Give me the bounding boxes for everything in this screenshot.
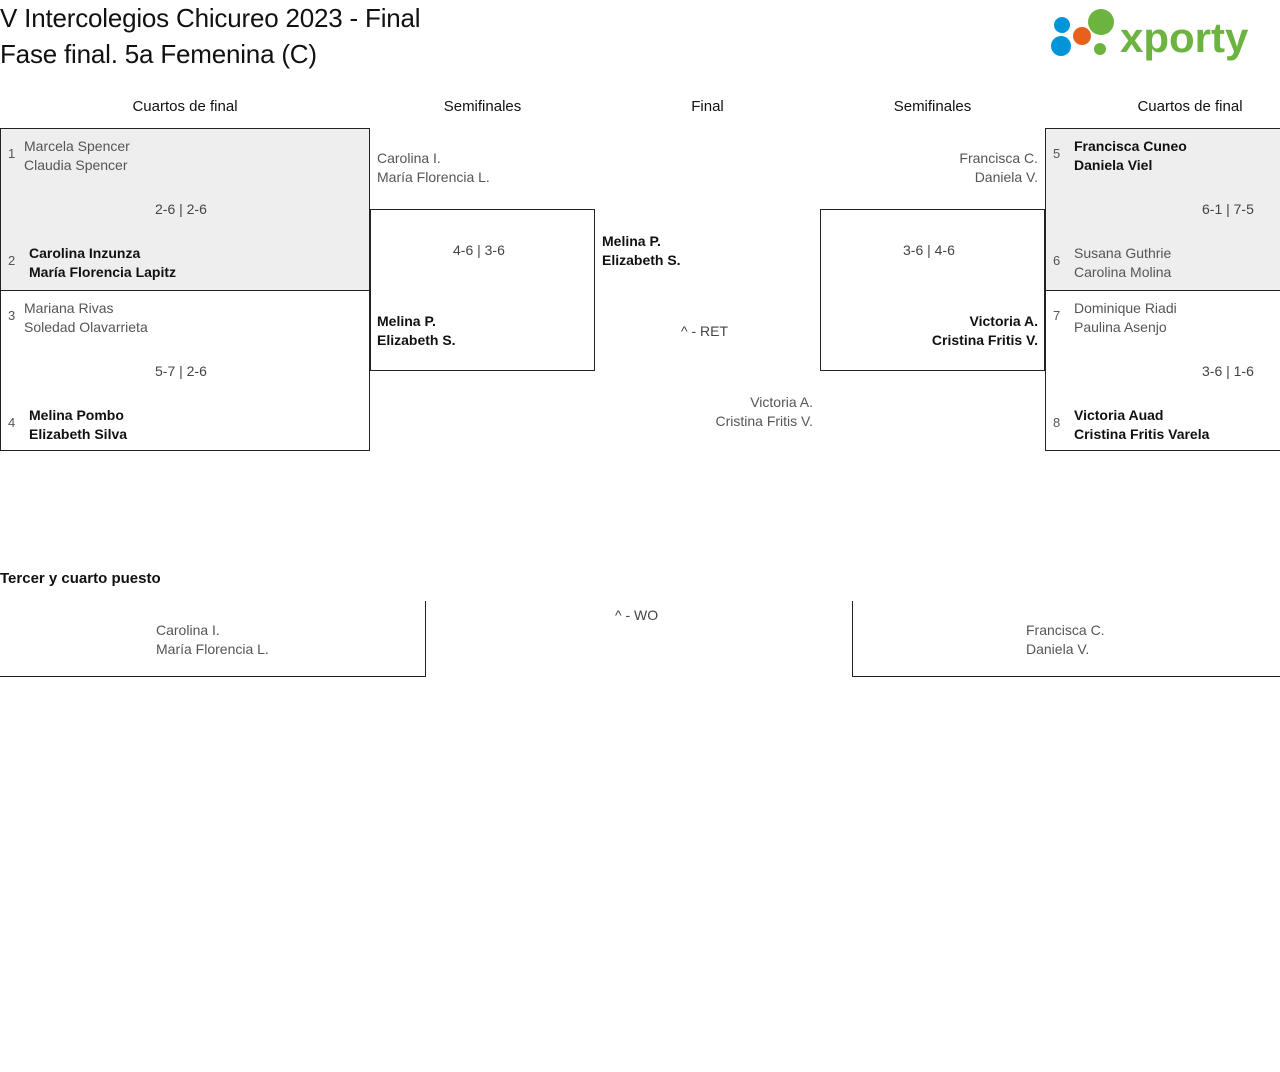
seed-7: 7	[1053, 308, 1061, 323]
qf-left-match-2-score: 5-7 | 2-6	[155, 363, 207, 379]
round-header-qf-left: Cuartos de final	[132, 98, 238, 115]
third-place-team-right[interactable]: Francisca C. Daniela V.	[1026, 622, 1105, 657]
xporty-logo[interactable]: xporty	[1044, 8, 1274, 66]
sf-left-team-a[interactable]: Carolina I. María Florencia L.	[377, 150, 490, 185]
page-title: V Intercolegios Chicureo 2023 - Final Fa…	[0, 0, 421, 72]
third-place-score: ^ - WO	[615, 607, 659, 623]
qf-right-match-2-score: 3-6 | 1-6	[1202, 363, 1254, 379]
svg-text:xporty: xporty	[1120, 14, 1249, 61]
qf-right-match-2-team-a[interactable]: Dominique Riadi Paulina Asenjo	[1074, 300, 1177, 335]
qf-left-match-2-team-b[interactable]: Melina Pombo Elizabeth Silva	[29, 407, 128, 442]
seed-1: 1	[8, 146, 16, 161]
qf-left-match-2-box[interactable]	[0, 290, 370, 451]
third-place-right-box[interactable]	[852, 601, 1280, 677]
qf-left-match-1-team-a[interactable]: Marcela Spencer Claudia Spencer	[24, 138, 130, 173]
qf-left-match-1-team-b[interactable]: Carolina Inzunza María Florencia Lapitz	[29, 245, 177, 280]
qf-left-match-1-box[interactable]	[0, 128, 370, 291]
third-place-team-left[interactable]: Carolina I. María Florencia L.	[156, 622, 269, 657]
qf-right-match-1-team-b[interactable]: Susana Guthrie Carolina Molina	[1074, 245, 1172, 280]
sf-right-team-b[interactable]: Victoria A. Cristina Fritis V.	[931, 313, 1038, 348]
sf-left-team-b[interactable]: Melina P. Elizabeth S.	[377, 313, 456, 348]
qf-right-match-1-box[interactable]	[1045, 128, 1280, 291]
seed-6: 6	[1053, 253, 1061, 268]
qf-left-match-1-score: 2-6 | 2-6	[155, 201, 207, 217]
qf-right-match-2-box[interactable]	[1045, 290, 1280, 451]
seed-5: 5	[1053, 146, 1061, 161]
final-score: ^ - RET	[681, 323, 729, 339]
sf-right-score: 3-6 | 4-6	[903, 242, 955, 258]
title-line-2: Fase final. 5a Femenina (C)	[0, 39, 317, 69]
third-place-label: Tercer y cuarto puesto	[0, 570, 161, 587]
round-header-qf-right: Cuartos de final	[1137, 98, 1243, 115]
sf-left-score: 4-6 | 3-6	[453, 242, 505, 258]
round-header-final: Final	[691, 98, 724, 115]
title-line-1: V Intercolegios Chicureo 2023 - Final	[0, 3, 421, 33]
qf-right-match-1-score: 6-1 | 7-5	[1202, 201, 1254, 217]
round-header-sf-left: Semifinales	[443, 98, 522, 115]
qf-right-match-1-team-a[interactable]: Francisca Cuneo Daniela Viel	[1074, 138, 1187, 173]
seed-8: 8	[1053, 415, 1061, 430]
qf-left-match-2-team-a[interactable]: Mariana Rivas Soledad Olavarrieta	[24, 300, 148, 335]
round-header-sf-right: Semifinales	[893, 98, 972, 115]
seed-3: 3	[8, 308, 16, 323]
seed-4: 4	[8, 415, 16, 430]
final-team-b[interactable]: Victoria A. Cristina Fritis V.	[715, 394, 813, 429]
qf-right-match-2-team-b[interactable]: Victoria Auad Cristina Fritis Varela	[1074, 407, 1210, 442]
sf-right-team-a[interactable]: Francisca C. Daniela V.	[959, 150, 1038, 185]
sf-right-match-box[interactable]	[820, 209, 1045, 371]
seed-2: 2	[8, 253, 16, 268]
third-place-left-box[interactable]	[0, 601, 426, 677]
final-team-a[interactable]: Melina P. Elizabeth S.	[602, 233, 681, 268]
sf-left-match-box[interactable]	[370, 209, 595, 371]
